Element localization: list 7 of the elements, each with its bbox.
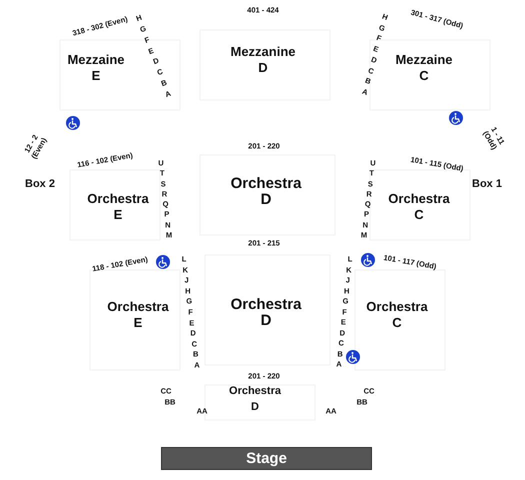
box-name: Box 2 bbox=[25, 176, 55, 192]
section-name: Mezzaine E bbox=[67, 52, 125, 84]
section-name: Orchestra C bbox=[388, 191, 450, 223]
section-name: Mezzaine C bbox=[395, 52, 453, 84]
box-name: Box 1 bbox=[472, 176, 502, 192]
stage-bar: Stage bbox=[161, 447, 372, 470]
section-name: Orchestra D bbox=[230, 297, 302, 329]
